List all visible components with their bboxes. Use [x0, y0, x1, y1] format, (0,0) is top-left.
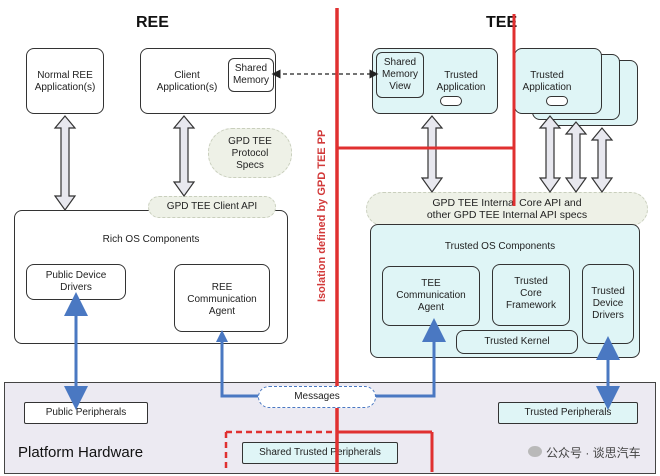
shared-trusted-peripherals-label: Shared Trusted Peripherals [259, 447, 381, 458]
trusted-peripherals-label: Trusted Peripherals [524, 407, 612, 418]
client-api-label: GPD TEE Client API [166, 201, 258, 212]
trusted-app-2-port [546, 96, 568, 106]
tee-heading: TEE [486, 14, 518, 31]
trusted-device-drivers-box [582, 264, 634, 344]
shared-memory-label: Shared Memory [232, 63, 270, 86]
protocol-specs-pill [208, 128, 292, 178]
trusted-os-label: Trusted OS Components [444, 241, 556, 252]
platform-hardware-label: Platform Hardware [18, 444, 144, 461]
blue-arrows [64, 292, 620, 410]
ree-heading: REE [136, 14, 169, 31]
trusted-device-drivers-label: Trusted Device Drivers [591, 286, 625, 321]
isolation-label: Isolation defined by GPD TEE PP [316, 129, 328, 302]
trusted-app-1-port [440, 96, 462, 106]
shared-trusted-peripherals-box [242, 442, 398, 464]
trusted-app-2-label: Trusted Application [522, 70, 572, 93]
ree-comm-agent-box [174, 264, 270, 332]
normal-ree-app-box [26, 48, 104, 114]
protocol-specs-label: GPD TEE Protocol Specs [228, 136, 272, 171]
trusted-core-box [492, 264, 570, 326]
trusted-app-1-label: Trusted Application [436, 70, 486, 93]
double-arrow-trusted-app-3 [564, 121, 588, 194]
messages-label: Messages [294, 391, 340, 402]
watermark-text: 公众号 · 谈思汽车 [546, 446, 641, 460]
double-arrow-trusted-app-2 [538, 115, 562, 194]
shared-memory-box [228, 58, 274, 92]
normal-ree-app-label: Normal REE Application(s) [34, 70, 96, 93]
client-api-pill [148, 196, 276, 218]
ree-agent-arrow-head [216, 330, 228, 342]
trusted-kernel-label: Trusted Kernel [484, 336, 550, 347]
public-device-drivers-label: Public Device Drivers [45, 270, 107, 293]
double-arrow-trusted-app-1 [420, 115, 444, 194]
shared-memory-view-label: Shared Memory View [381, 57, 419, 92]
internal-api-label: GPD TEE Internal Core API and other GPD … [426, 197, 588, 221]
public-peripherals-label: Public Peripherals [45, 407, 127, 418]
messages-pill [258, 386, 376, 408]
ree-comm-agent-label: REE Communication Agent [187, 282, 257, 317]
double-arrow-normal-app [53, 115, 77, 212]
trusted-kernel-box [456, 330, 578, 354]
wechat-icon [528, 446, 542, 457]
tee-comm-agent-box [382, 266, 480, 326]
trusted-core-label: Trusted Core Framework [505, 276, 556, 311]
double-arrow-trusted-app-4 [590, 127, 614, 194]
client-app-label: Client Application(s) [156, 70, 218, 93]
rich-os-label: Rich OS Components [102, 234, 200, 245]
tee-comm-agent-label: TEE Communication Agent [396, 278, 466, 313]
double-arrow-client-app [172, 115, 196, 198]
